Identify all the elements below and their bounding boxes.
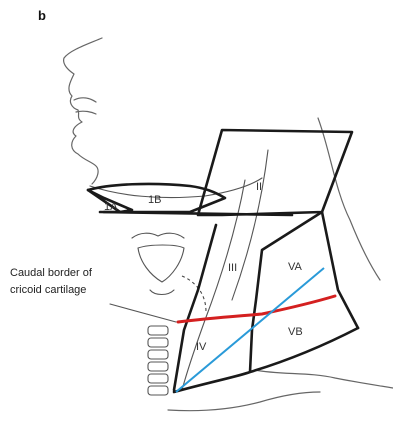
panel-label: b (38, 8, 46, 23)
label-level-iii: III (228, 262, 237, 274)
label-level-iv: IV (196, 341, 207, 353)
thyroid-cartilage (138, 245, 184, 282)
level-iv-v-bottom (174, 328, 358, 392)
label-level-vb: VB (288, 326, 303, 338)
annotation-pointer (110, 304, 176, 322)
lower-neck-contour (168, 392, 320, 411)
annotation-line-1: Caudal border of (10, 267, 93, 279)
level-ii-iii-posterior (250, 212, 322, 372)
cricoid-dashed-outline (182, 276, 206, 312)
annotation-line-2: cricoid cartilage (10, 284, 86, 296)
label-level-ii: II (256, 181, 262, 193)
hyoid-bone (132, 233, 184, 238)
level-ii-boundary (198, 130, 352, 215)
lips (74, 98, 96, 114)
mandible-outline (90, 178, 262, 198)
label-level-ia: 1A (104, 201, 118, 213)
cricoid-cartilage (150, 290, 174, 295)
level-v-posterior (322, 212, 358, 328)
muscle-line-2 (232, 150, 268, 300)
trachea (148, 326, 168, 395)
shoulder-contour (255, 370, 393, 388)
label-level-ib: 1B (148, 194, 161, 206)
submandibular-baseline (100, 212, 292, 215)
label-level-va: VA (288, 261, 303, 273)
